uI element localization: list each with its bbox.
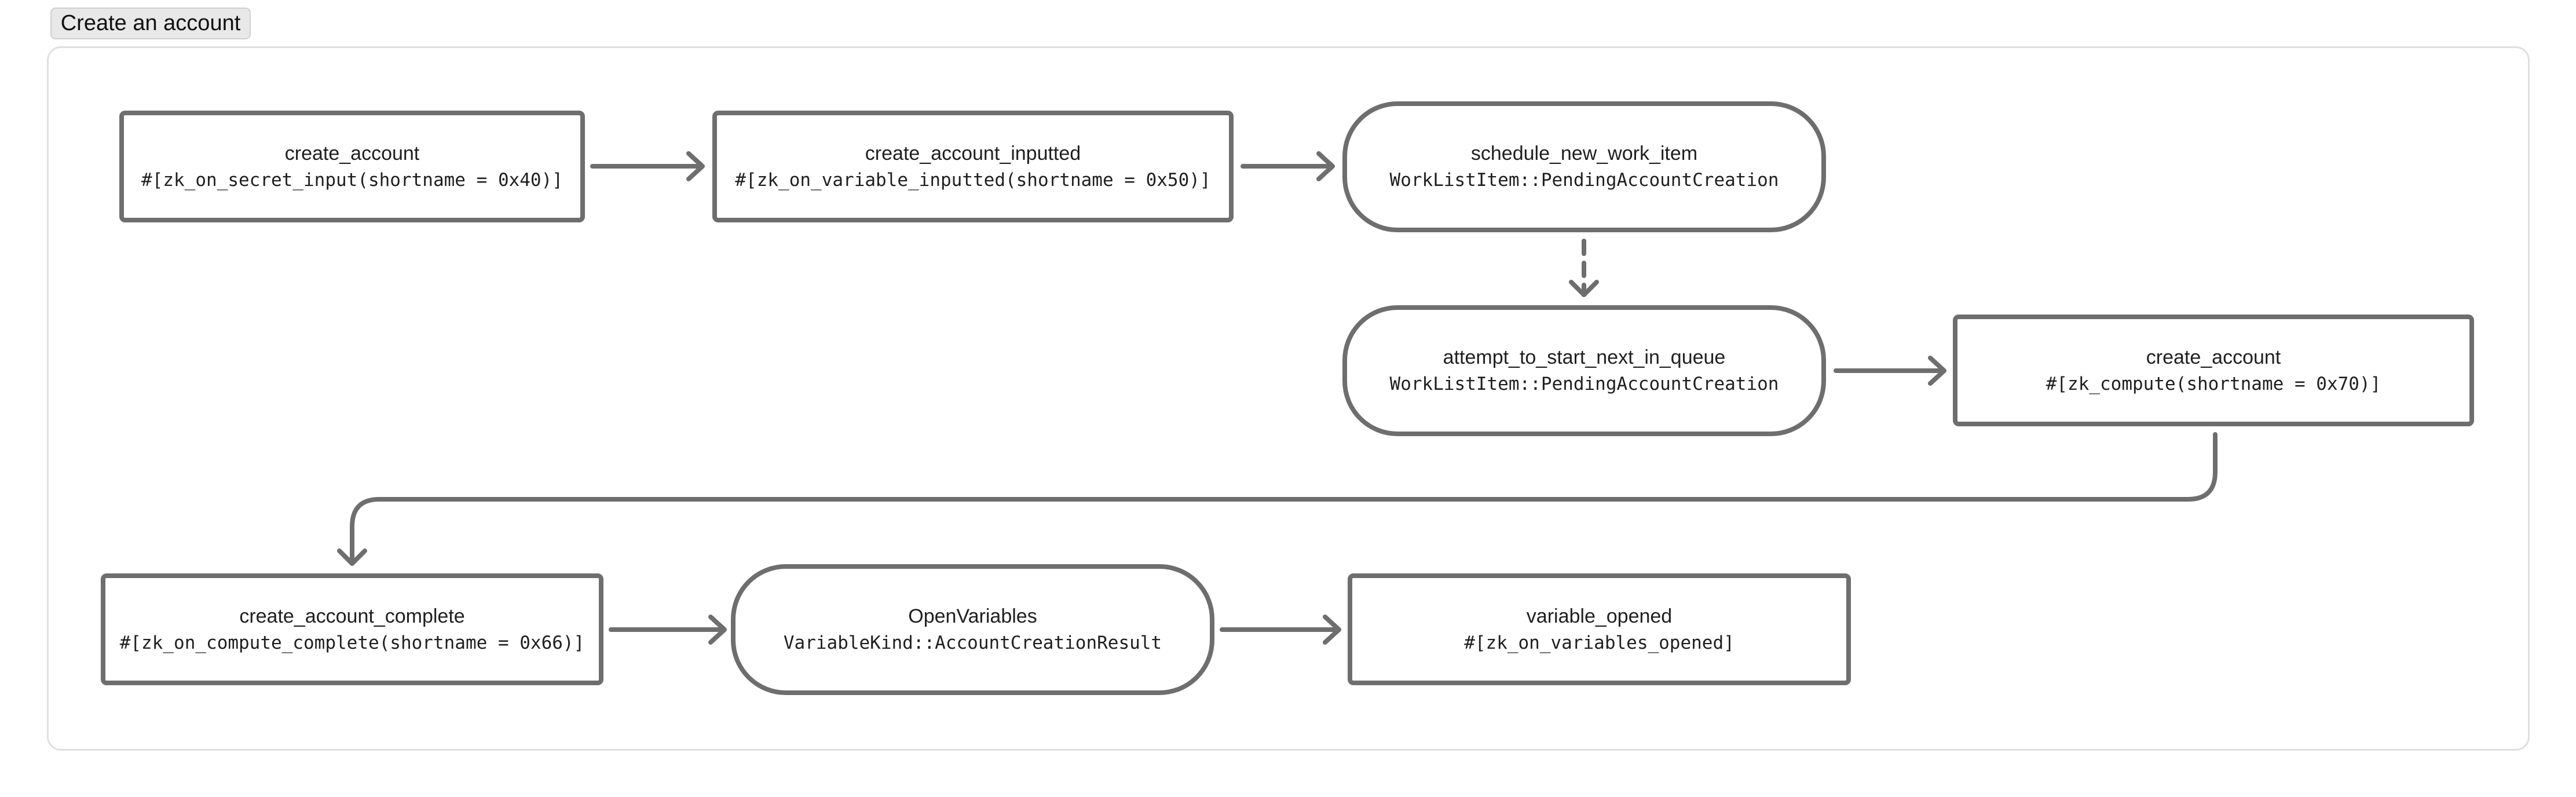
arrowhead-n5-n6 [337,549,367,566]
node-code: WorkListItem::PendingAccountCreation [1389,170,1779,191]
node-title: create_account [2146,346,2281,368]
node-title: OpenVariables [908,605,1037,627]
node-title: variable_opened [1526,605,1673,627]
node-create-account-compute: create_account #[zk_compute(shortname = … [1953,315,2474,426]
node-code: #[zk_on_compute_complete(shortname = 0x6… [119,632,585,653]
node-code: WorkListItem::PendingAccountCreation [1389,374,1779,394]
node-create-account: create_account #[zk_on_secret_input(shor… [119,111,585,222]
node-title: create_account [284,142,420,164]
node-variable-opened: variable_opened #[zk_on_variables_opened… [1348,573,1851,685]
arrowhead-n2-n3 [1316,151,1335,181]
node-title: create_account_complete [239,605,465,627]
node-code: #[zk_on_secret_input(shortname = 0x40)] [141,169,563,191]
node-title: create_account_inputted [865,142,1081,164]
node-code: VariableKind::AccountCreationResult [783,633,1162,653]
arrowhead-n4-n5 [1928,356,1946,386]
node-schedule-new-work-item: schedule_new_work_item WorkListItem::Pen… [1342,101,1826,232]
node-code: #[zk_on_variables_opened] [1464,632,1735,653]
node-create-account-inputted: create_account_inputted #[zk_on_variable… [712,111,1234,222]
node-code: #[zk_on_variable_inputted(shortname = 0x… [735,169,1211,191]
arrowhead-n1-n2 [686,151,705,181]
node-attempt-to-start-next-in-queue: attempt_to_start_next_in_queue WorkListI… [1342,305,1826,436]
edge-n5-n6 [350,432,2218,565]
node-title: attempt_to_start_next_in_queue [1443,346,1726,368]
node-create-account-complete: create_account_complete #[zk_on_compute_… [101,573,603,685]
arrowhead-n7-n8 [1323,615,1341,645]
node-code: #[zk_compute(shortname = 0x70)] [2046,373,2381,394]
arrowhead-n6-n7 [708,615,727,645]
arrowhead-n3-n4 [1569,280,1599,297]
create-account-tab[interactable]: Create an account [50,8,251,39]
node-title: schedule_new_work_item [1470,142,1698,164]
node-open-variables: OpenVariables VariableKind::AccountCreat… [731,564,1214,695]
